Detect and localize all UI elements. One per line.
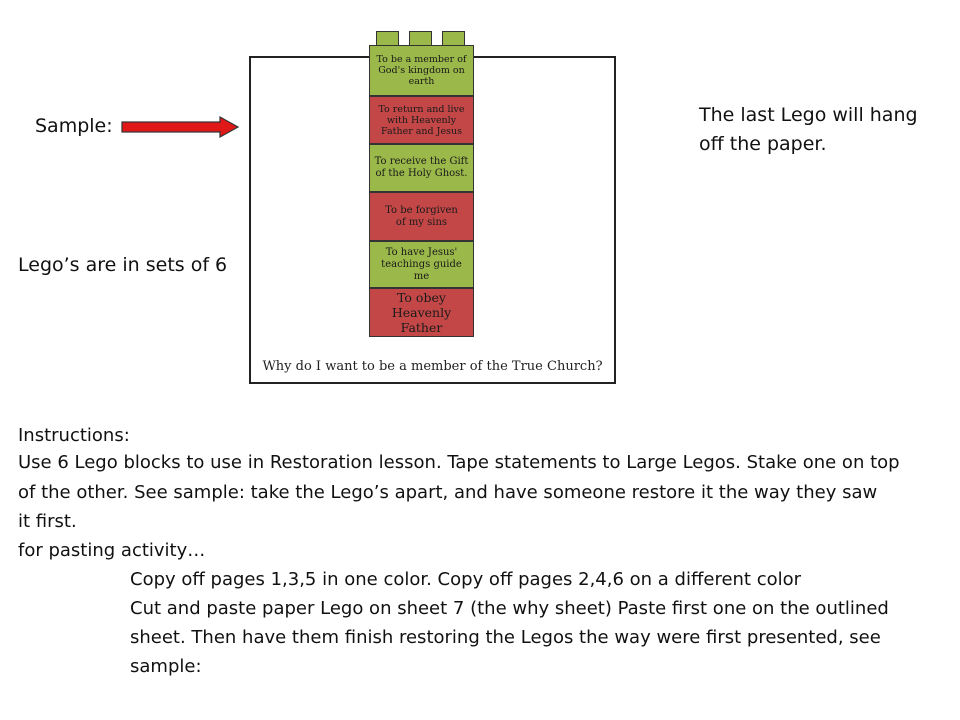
lego-block-text: of the Holy Ghost.: [375, 168, 468, 179]
lego-block-text: of my sins: [395, 216, 448, 228]
lego-stud: [442, 31, 465, 45]
lego-stud: [376, 31, 399, 45]
lego-block-text: God's kingdom on: [378, 65, 465, 76]
lego-block-text: Heavenly: [391, 305, 452, 320]
lego-block-text: To return and live: [378, 103, 465, 115]
lego-block-1: To be a member of God's kingdom on earth: [369, 45, 474, 96]
lego-stud: [409, 31, 432, 45]
instructions-line: for pasting activity…: [18, 540, 206, 561]
lego-block-3: To receive the Gift of the Holy Ghost.: [369, 144, 474, 192]
lego-block-5: To have Jesus' teachings guide me: [369, 241, 474, 288]
instructions-line: sheet. Then have them finish restoring t…: [130, 627, 881, 648]
lego-block-2: To return and live with Heavenly Father …: [369, 96, 474, 144]
paper-question: Why do I want to be a member of the True…: [262, 359, 603, 374]
instructions-line: sample:: [130, 656, 202, 677]
lego-block-text: earth: [408, 76, 435, 87]
lego-block-text: Father and Jesus: [381, 125, 462, 137]
sample-arrow-icon: [121, 116, 239, 138]
lego-block-text: To be forgiven: [385, 204, 458, 216]
lego-block-text: with Heavenly: [386, 114, 457, 126]
instructions-line: Use 6 Lego blocks to use in Restoration …: [18, 452, 900, 473]
instructions-line: of the other. See sample: take the Lego’…: [18, 482, 878, 503]
lego-block-6: To obey Heavenly Father: [369, 288, 474, 337]
hang-note-line2: off the paper.: [699, 133, 827, 155]
lego-block-text: To receive the Gift: [374, 156, 469, 167]
instructions-line: it first.: [18, 511, 77, 532]
lego-block-4: To be forgiven of my sins: [369, 192, 474, 241]
lego-block-text: teachings guide: [381, 258, 462, 270]
lego-block-text: To be a member of: [376, 54, 467, 65]
sample-label: Sample:: [35, 115, 113, 137]
lego-block-text: Father: [400, 320, 443, 335]
hang-note-line1: The last Lego will hang: [699, 104, 918, 126]
lego-block-text: me: [413, 270, 430, 282]
instructions-line: Copy off pages 1,3,5 in one color. Copy …: [130, 569, 802, 590]
lego-block-text: To have Jesus': [385, 246, 458, 258]
sets-note: Lego’s are in sets of 6: [18, 254, 228, 276]
instructions-line: Cut and paste paper Lego on sheet 7 (the…: [130, 598, 889, 619]
lego-block-text: To obey: [397, 290, 446, 305]
instructions-heading: Instructions:: [18, 425, 130, 446]
